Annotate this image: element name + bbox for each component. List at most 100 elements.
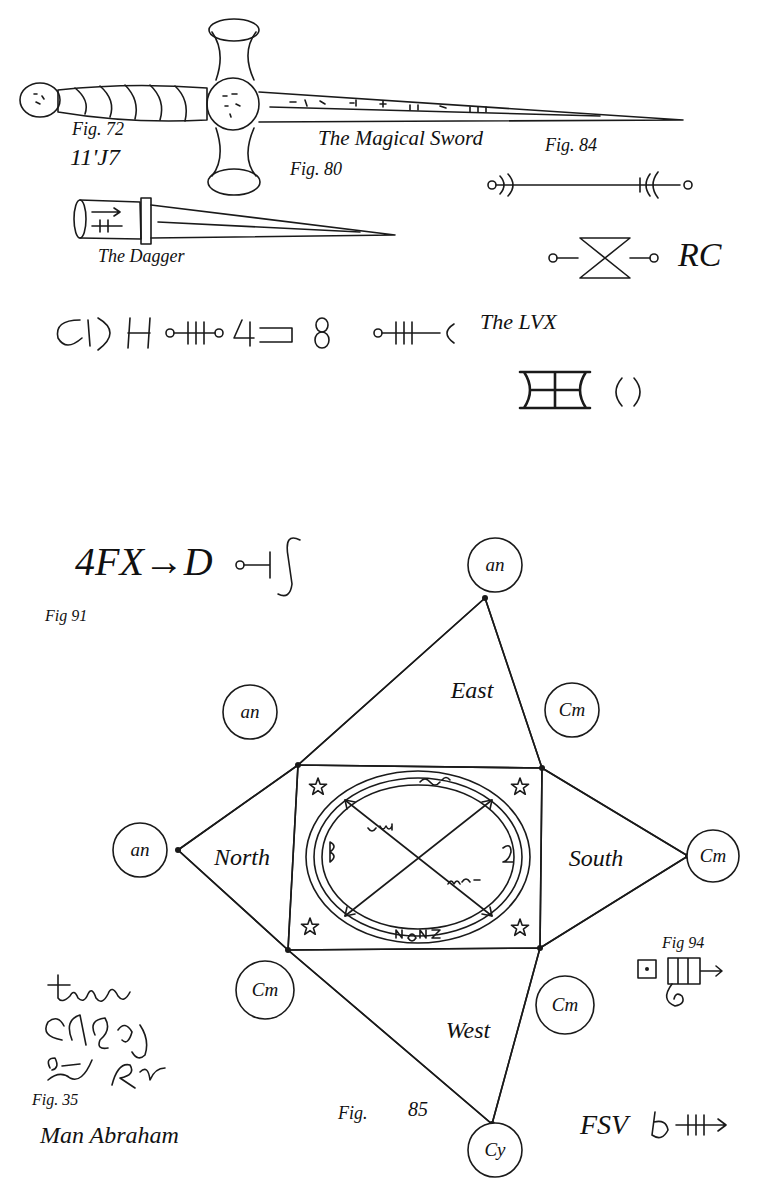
- circle-outline: [113, 823, 167, 877]
- circle-label: Cy: [484, 1140, 505, 1161]
- triangle-outline: [288, 948, 540, 1124]
- magic-circle: [309, 778, 326, 794]
- sigil: [645, 967, 649, 971]
- name-circle: Cm: [544, 682, 600, 738]
- scribble: [112, 1065, 165, 1088]
- circle-outline: [468, 1123, 522, 1177]
- direction-triangle: East: [298, 598, 542, 768]
- name-circle: an: [222, 684, 278, 740]
- dagger: [92, 208, 122, 232]
- direction-triangle: South: [540, 768, 688, 948]
- cipher-row: [234, 320, 292, 346]
- circle-outline: [223, 685, 277, 739]
- figure-caption: The LVX: [480, 310, 557, 334]
- scribble: [46, 1015, 147, 1058]
- figure-number: Fig. 35: [32, 1091, 78, 1109]
- circle-label: Cm: [252, 980, 278, 1001]
- name-circle: Cm: [686, 829, 740, 883]
- circle-outline: [687, 830, 739, 882]
- magic-circle: [178, 598, 688, 1124]
- scribble: [46, 975, 165, 1088]
- magical-sword: [290, 100, 486, 112]
- magic-circle: [511, 778, 528, 794]
- triangle-outline: [288, 948, 540, 1124]
- dagger: [74, 200, 86, 238]
- magic-circle: [511, 919, 528, 935]
- magic-circle: [420, 778, 450, 786]
- circle-outline: [468, 538, 522, 592]
- triangle-outline: [178, 765, 298, 950]
- sigil: [557, 238, 650, 278]
- cipher-row: [316, 318, 328, 332]
- corner-dot: [175, 595, 691, 1127]
- cipher-row: [174, 322, 215, 344]
- cipher-row: [57, 320, 82, 345]
- figure-number: Fig. 84: [545, 136, 597, 156]
- cipher-row: [374, 329, 382, 337]
- sigil: [549, 254, 557, 262]
- figure-number: Fig 91: [45, 607, 87, 625]
- circle-label: an: [241, 702, 260, 723]
- sigil: [638, 958, 726, 1138]
- direction-triangle: West: [288, 948, 540, 1124]
- figure-caption: The Dagger: [98, 247, 185, 267]
- triangle-outline: [298, 598, 542, 768]
- figure-number: Fig. 72: [72, 120, 124, 140]
- magical-sword: [270, 107, 600, 116]
- cipher-row: [382, 322, 454, 344]
- sigil: [652, 1112, 726, 1138]
- magic-circle: [396, 930, 440, 941]
- figure-caption: The Magical Sword: [318, 127, 483, 150]
- direction-label: North: [214, 844, 270, 870]
- magic-circle: [288, 765, 542, 950]
- circle-outline: [545, 683, 599, 737]
- cipher-row: [57, 318, 640, 596]
- triangle-outline: [540, 768, 688, 948]
- figure-number: Fig 94: [662, 934, 704, 952]
- magical-sword: [75, 85, 186, 121]
- triangle-outline: [298, 598, 542, 768]
- magic-circle: [178, 598, 688, 1124]
- circle-label: Cm: [700, 846, 726, 867]
- direction-triangle: North: [178, 765, 298, 950]
- cipher-text: 4FX→D: [75, 540, 213, 584]
- cipher-row: [128, 318, 150, 348]
- figure-number: 85: [408, 1098, 428, 1120]
- cipher-row: [236, 561, 244, 569]
- name-circle: Cy: [467, 1122, 523, 1178]
- magic-circle: [345, 800, 492, 916]
- circle-outline: [536, 976, 594, 1034]
- sigil: [638, 960, 656, 978]
- sigil: [684, 181, 692, 189]
- dagger: [158, 222, 360, 232]
- sigil: [496, 172, 680, 198]
- magical-sword: [34, 94, 44, 104]
- magical-sword: [259, 92, 683, 122]
- magic-circle: [306, 771, 530, 943]
- circle-label: an: [131, 840, 150, 861]
- magic-circle: [314, 778, 522, 936]
- cipher-row: [520, 372, 590, 408]
- cipher-text: 11'J7: [70, 144, 120, 170]
- sigil: [488, 172, 692, 278]
- cipher-row: [315, 332, 329, 348]
- cipher-text: FSV: [580, 1110, 628, 1141]
- dagger: [141, 198, 151, 244]
- magical-sword: [209, 19, 259, 41]
- magic-circle: [368, 824, 392, 831]
- direction-label: West: [446, 1017, 490, 1043]
- dagger: [151, 205, 395, 238]
- name-circle: Cm: [235, 960, 295, 1020]
- cipher-row: [215, 329, 223, 337]
- name-circle: Cm: [535, 975, 595, 1035]
- circle-label: an: [486, 555, 505, 576]
- magic-circle: [330, 842, 334, 862]
- sigil: [668, 958, 722, 984]
- cipher-row: [88, 318, 110, 350]
- magical-sword: [207, 78, 259, 130]
- magical-sword: [223, 94, 240, 117]
